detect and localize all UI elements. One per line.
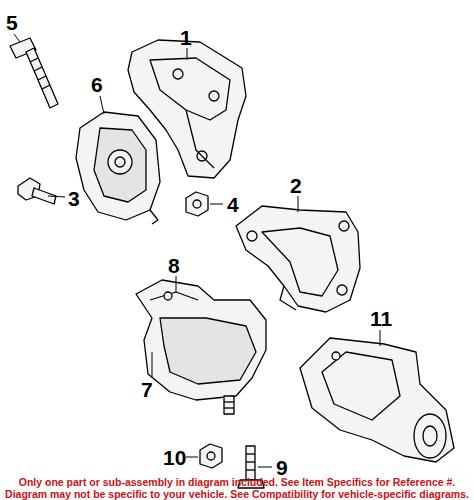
callout-number: 5 [6, 12, 18, 33]
callout-number: 7 [141, 379, 153, 400]
disclaimer-note: Only one part or sub-assembly in diagram… [19, 476, 455, 489]
bolt [18, 178, 56, 204]
nut [200, 444, 222, 468]
transmission-mount [136, 280, 266, 414]
callout-number: 1 [180, 27, 192, 48]
nut [186, 192, 208, 216]
disclaimer-note: Diagram may not be specific to your vehi… [5, 488, 469, 500]
callout-number: 3 [68, 188, 80, 209]
long-bolt [10, 38, 58, 108]
callout-number: 9 [276, 457, 288, 478]
rear-mount [300, 338, 454, 462]
callout-number: 8 [168, 255, 180, 276]
callout-number: 2 [290, 175, 302, 196]
callout-number: 6 [91, 74, 103, 95]
leader-lines [14, 34, 380, 467]
callout-number: 4 [227, 194, 239, 215]
engine-mount [76, 112, 160, 224]
callout-number: 10 [163, 447, 186, 468]
callout-number: 11 [370, 308, 392, 329]
transmission-bracket [236, 206, 360, 312]
